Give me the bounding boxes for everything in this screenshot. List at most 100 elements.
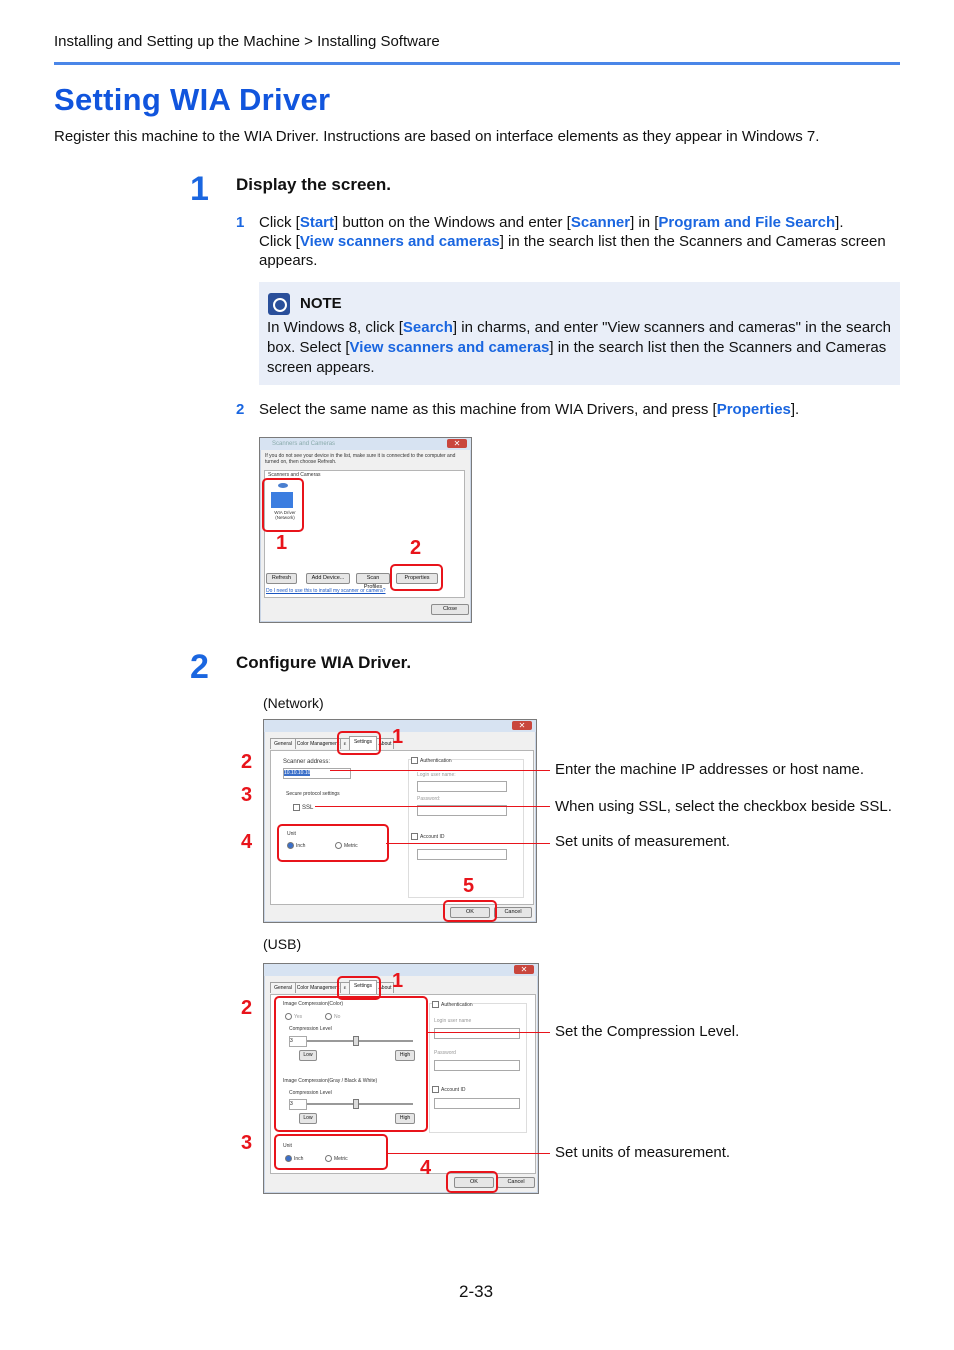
- keyword-view-scanners: View scanners and cameras: [299, 233, 500, 250]
- compression-slider-gray[interactable]: [307, 1103, 413, 1105]
- tab-about[interactable]: About: [376, 982, 394, 993]
- network-ok-button[interactable]: OK: [450, 907, 490, 918]
- auth-group: Authentication Login user name: Password…: [408, 757, 524, 898]
- annotation-unit: Set units of measurement.: [555, 833, 731, 850]
- keyword-start: Start: [299, 214, 335, 231]
- scan-profiles-button[interactable]: Scan Profiles: [356, 573, 390, 590]
- tab-general[interactable]: General: [270, 738, 296, 749]
- tab-general[interactable]: General: [270, 982, 296, 993]
- usb-ok-button[interactable]: OK: [454, 1177, 494, 1188]
- properties-button[interactable]: Properties: [396, 573, 438, 584]
- tab-color-management[interactable]: Color Management: [295, 738, 341, 749]
- header-rule: [54, 62, 900, 65]
- note-label: NOTE: [300, 295, 342, 312]
- refresh-button[interactable]: Refresh: [266, 573, 297, 584]
- login-user-name-input[interactable]: [417, 781, 507, 792]
- callout-line-unit: [386, 843, 550, 844]
- highlight-compression: [274, 996, 428, 1132]
- close-icon[interactable]: ✕: [512, 721, 532, 730]
- unit-inch-radio[interactable]: Inch: [287, 842, 305, 849]
- substep-1-text: Click [Start] button on the Windows and …: [259, 214, 886, 269]
- annotation-address: Enter the machine IP addresses or host n…: [555, 761, 865, 778]
- substep-2-number: 2: [236, 401, 245, 418]
- keyword-program-file-search: Program and File Search: [658, 214, 836, 231]
- callout-line-address: [330, 770, 550, 771]
- net-marker-3: 3: [241, 784, 253, 806]
- usb-auth-group: Authentication Login user name Password …: [429, 1001, 527, 1133]
- intro-text: Register this machine to the WIA Driver.…: [54, 128, 820, 145]
- usb-marker-2: 2: [241, 997, 253, 1019]
- network-cancel-button[interactable]: Cancel: [494, 907, 532, 918]
- highlight-settings-tab: [337, 731, 381, 755]
- compression-slider-color[interactable]: [307, 1040, 413, 1042]
- callout-line-ssl: [315, 806, 550, 807]
- keyword-properties: Properties: [716, 401, 791, 418]
- device-list-panel: Scanners and Cameras WIA Driver (Network…: [264, 470, 465, 598]
- tab-about[interactable]: About: [376, 738, 394, 749]
- marker-2: 2: [410, 537, 422, 559]
- compression-slider-color-thumb[interactable]: [353, 1036, 359, 1046]
- usb-cancel-button[interactable]: Cancel: [497, 1177, 535, 1188]
- low-label-gray: Low: [299, 1113, 317, 1124]
- step-1-number: 1: [190, 170, 209, 208]
- color-no-radio[interactable]: No: [325, 1013, 340, 1020]
- usb-settings-panel: Image Compression(Color) Yes No Compress…: [270, 994, 536, 1174]
- password-input[interactable]: [417, 805, 507, 816]
- substep-1-number: 1: [236, 214, 245, 231]
- unit-label: Unit: [287, 831, 296, 837]
- compression-level-gray-value[interactable]: 3: [289, 1099, 307, 1110]
- net-marker-5: 5: [463, 875, 475, 897]
- close-icon[interactable]: ✕: [447, 439, 467, 448]
- network-titlebar: ✕: [264, 720, 536, 732]
- usb-authentication-checkbox[interactable]: Authentication: [432, 1001, 473, 1008]
- usb-unit-metric-radio[interactable]: Metric: [325, 1155, 348, 1162]
- usb-login-user-name-label: Login user name: [434, 1018, 472, 1024]
- usb-account-id-input[interactable]: [434, 1098, 520, 1109]
- authentication-checkbox[interactable]: Authentication: [411, 757, 452, 764]
- device-label[interactable]: WIA Driver (Network): [274, 510, 296, 520]
- instruction-text: If you do not see your device in the lis…: [265, 453, 456, 465]
- note-text: In Windows 8, click [Search] in charms, …: [267, 319, 892, 376]
- close-button[interactable]: Close: [431, 604, 469, 615]
- keyword-scanner: Scanner: [570, 214, 631, 231]
- compression-level-color-value[interactable]: 3: [289, 1036, 307, 1047]
- highlight-device: [262, 478, 304, 532]
- highlight-unit: [277, 824, 389, 862]
- close-icon[interactable]: ✕: [514, 965, 534, 974]
- compression-level-label-gray: Compression Level: [289, 1090, 332, 1096]
- account-id-input[interactable]: [417, 849, 507, 860]
- compression-level-label-color: Compression Level: [289, 1026, 332, 1032]
- scanner-address-input[interactable]: 10.10.10.10: [283, 768, 351, 779]
- marker-1: 1: [276, 532, 288, 554]
- usb-login-user-name-input[interactable]: [434, 1028, 520, 1039]
- step-2-number: 2: [190, 648, 209, 686]
- usb-caption: (USB): [263, 936, 302, 952]
- compression-slider-gray-thumb[interactable]: [353, 1099, 359, 1109]
- note-icon: [268, 293, 290, 315]
- usb-unit-label: Unit: [283, 1143, 292, 1149]
- network-caption: (Network): [263, 695, 324, 711]
- account-id-checkbox[interactable]: Account ID: [411, 833, 444, 840]
- ssl-checkbox[interactable]: SSL: [293, 804, 313, 811]
- add-device-button[interactable]: Add Device...: [306, 573, 350, 584]
- usb-unit-inch-radio[interactable]: Inch: [285, 1155, 303, 1162]
- compression-color-label: Image Compression(Color): [283, 1001, 344, 1007]
- usb-password-input[interactable]: [434, 1060, 520, 1071]
- color-yes-radio[interactable]: Yes: [285, 1013, 302, 1020]
- net-marker-2: 2: [241, 751, 253, 773]
- help-link[interactable]: Do I need to use this to install my scan…: [266, 588, 386, 594]
- breadcrumb: Installing and Setting up the Machine > …: [54, 33, 440, 50]
- compression-gray-label: Image Compression(Gray / Black & White): [283, 1078, 378, 1084]
- net-marker-4: 4: [241, 831, 253, 853]
- callout-line-usb-unit: [386, 1153, 550, 1154]
- unit-metric-radio[interactable]: Metric: [335, 842, 358, 849]
- tab-color-management[interactable]: Color Management: [295, 982, 341, 993]
- window-title: Scanners and Cameras: [272, 441, 336, 447]
- highlight-usb-settings-tab: [337, 976, 381, 1000]
- usb-account-id-checkbox[interactable]: Account ID: [432, 1086, 465, 1093]
- scanner-icon[interactable]: [271, 492, 293, 508]
- usb-properties-window: ✕ General Color Management E Settings Ab…: [263, 963, 539, 1194]
- page-number: 2-33: [459, 1282, 494, 1301]
- usb-marker-1: 1: [392, 970, 404, 992]
- login-user-name-label: Login user name:: [417, 772, 456, 778]
